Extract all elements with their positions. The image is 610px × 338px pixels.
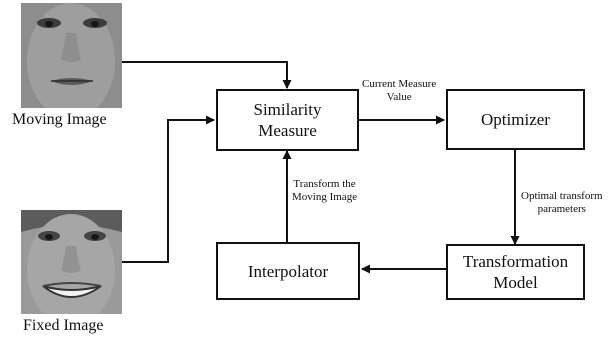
fixed-to-similarity-arrow [122,115,215,263]
moving-face-image [21,3,122,108]
transformation-label-line2: Model [493,273,538,292]
current-measure-line2: Value [386,91,412,103]
optimal-transform-line1: Optimal transform [521,190,603,202]
transform-moving-label: Transform the Moving Image [292,178,357,204]
moving-image-caption: Moving Image [12,111,107,128]
optimal-transform-label: Optimal transform parameters [521,190,603,216]
optimizer-label: Optimizer [481,110,550,129]
interpolator-label: Interpolator [247,261,329,281]
similarity-measure-box: Similarity Measure [216,89,359,151]
smiling-face-icon [21,210,122,314]
optimal-transform-line2: parameters [537,203,586,215]
optimizer-box: Optimizer [446,89,585,150]
fixed-face-image [21,210,122,314]
fixed-image-caption: Fixed Image [23,317,104,334]
similarity-label-line2: Measure [258,121,317,140]
transformation-model-box: Transformation Model [446,244,585,300]
face-icon [21,3,122,108]
similarity-label-line1: Similarity [253,100,322,119]
transform-moving-line2: Moving Image [292,191,358,203]
transformation-label-line1: Transformation [462,252,569,271]
current-measure-line1: Current Measure [362,78,437,90]
transform-moving-line1: Transform the [293,178,356,190]
interpolator-box: Interpolator [216,242,360,300]
moving-to-similarity-arrow [122,61,292,89]
current-measure-label: Current Measure Value [362,78,436,104]
